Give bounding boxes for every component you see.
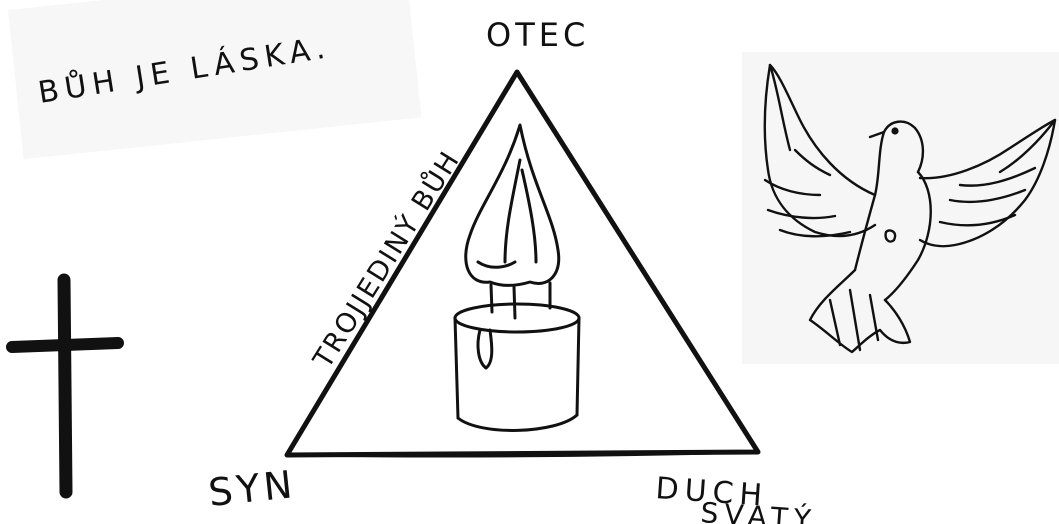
label-otec: OTEC <box>486 16 589 54</box>
cross-icon <box>12 280 118 492</box>
candle-icon <box>455 125 579 430</box>
triangle-shape <box>287 72 758 456</box>
note-text: BŮH JE LÁSKA. <box>35 28 333 111</box>
label-syn: SYN <box>206 462 298 515</box>
label-trojjediny-buh: TROJJEDINÝ BŮH <box>306 145 466 375</box>
dove-icon <box>765 65 1055 352</box>
label-svaty: SVATÝ <box>700 495 818 524</box>
